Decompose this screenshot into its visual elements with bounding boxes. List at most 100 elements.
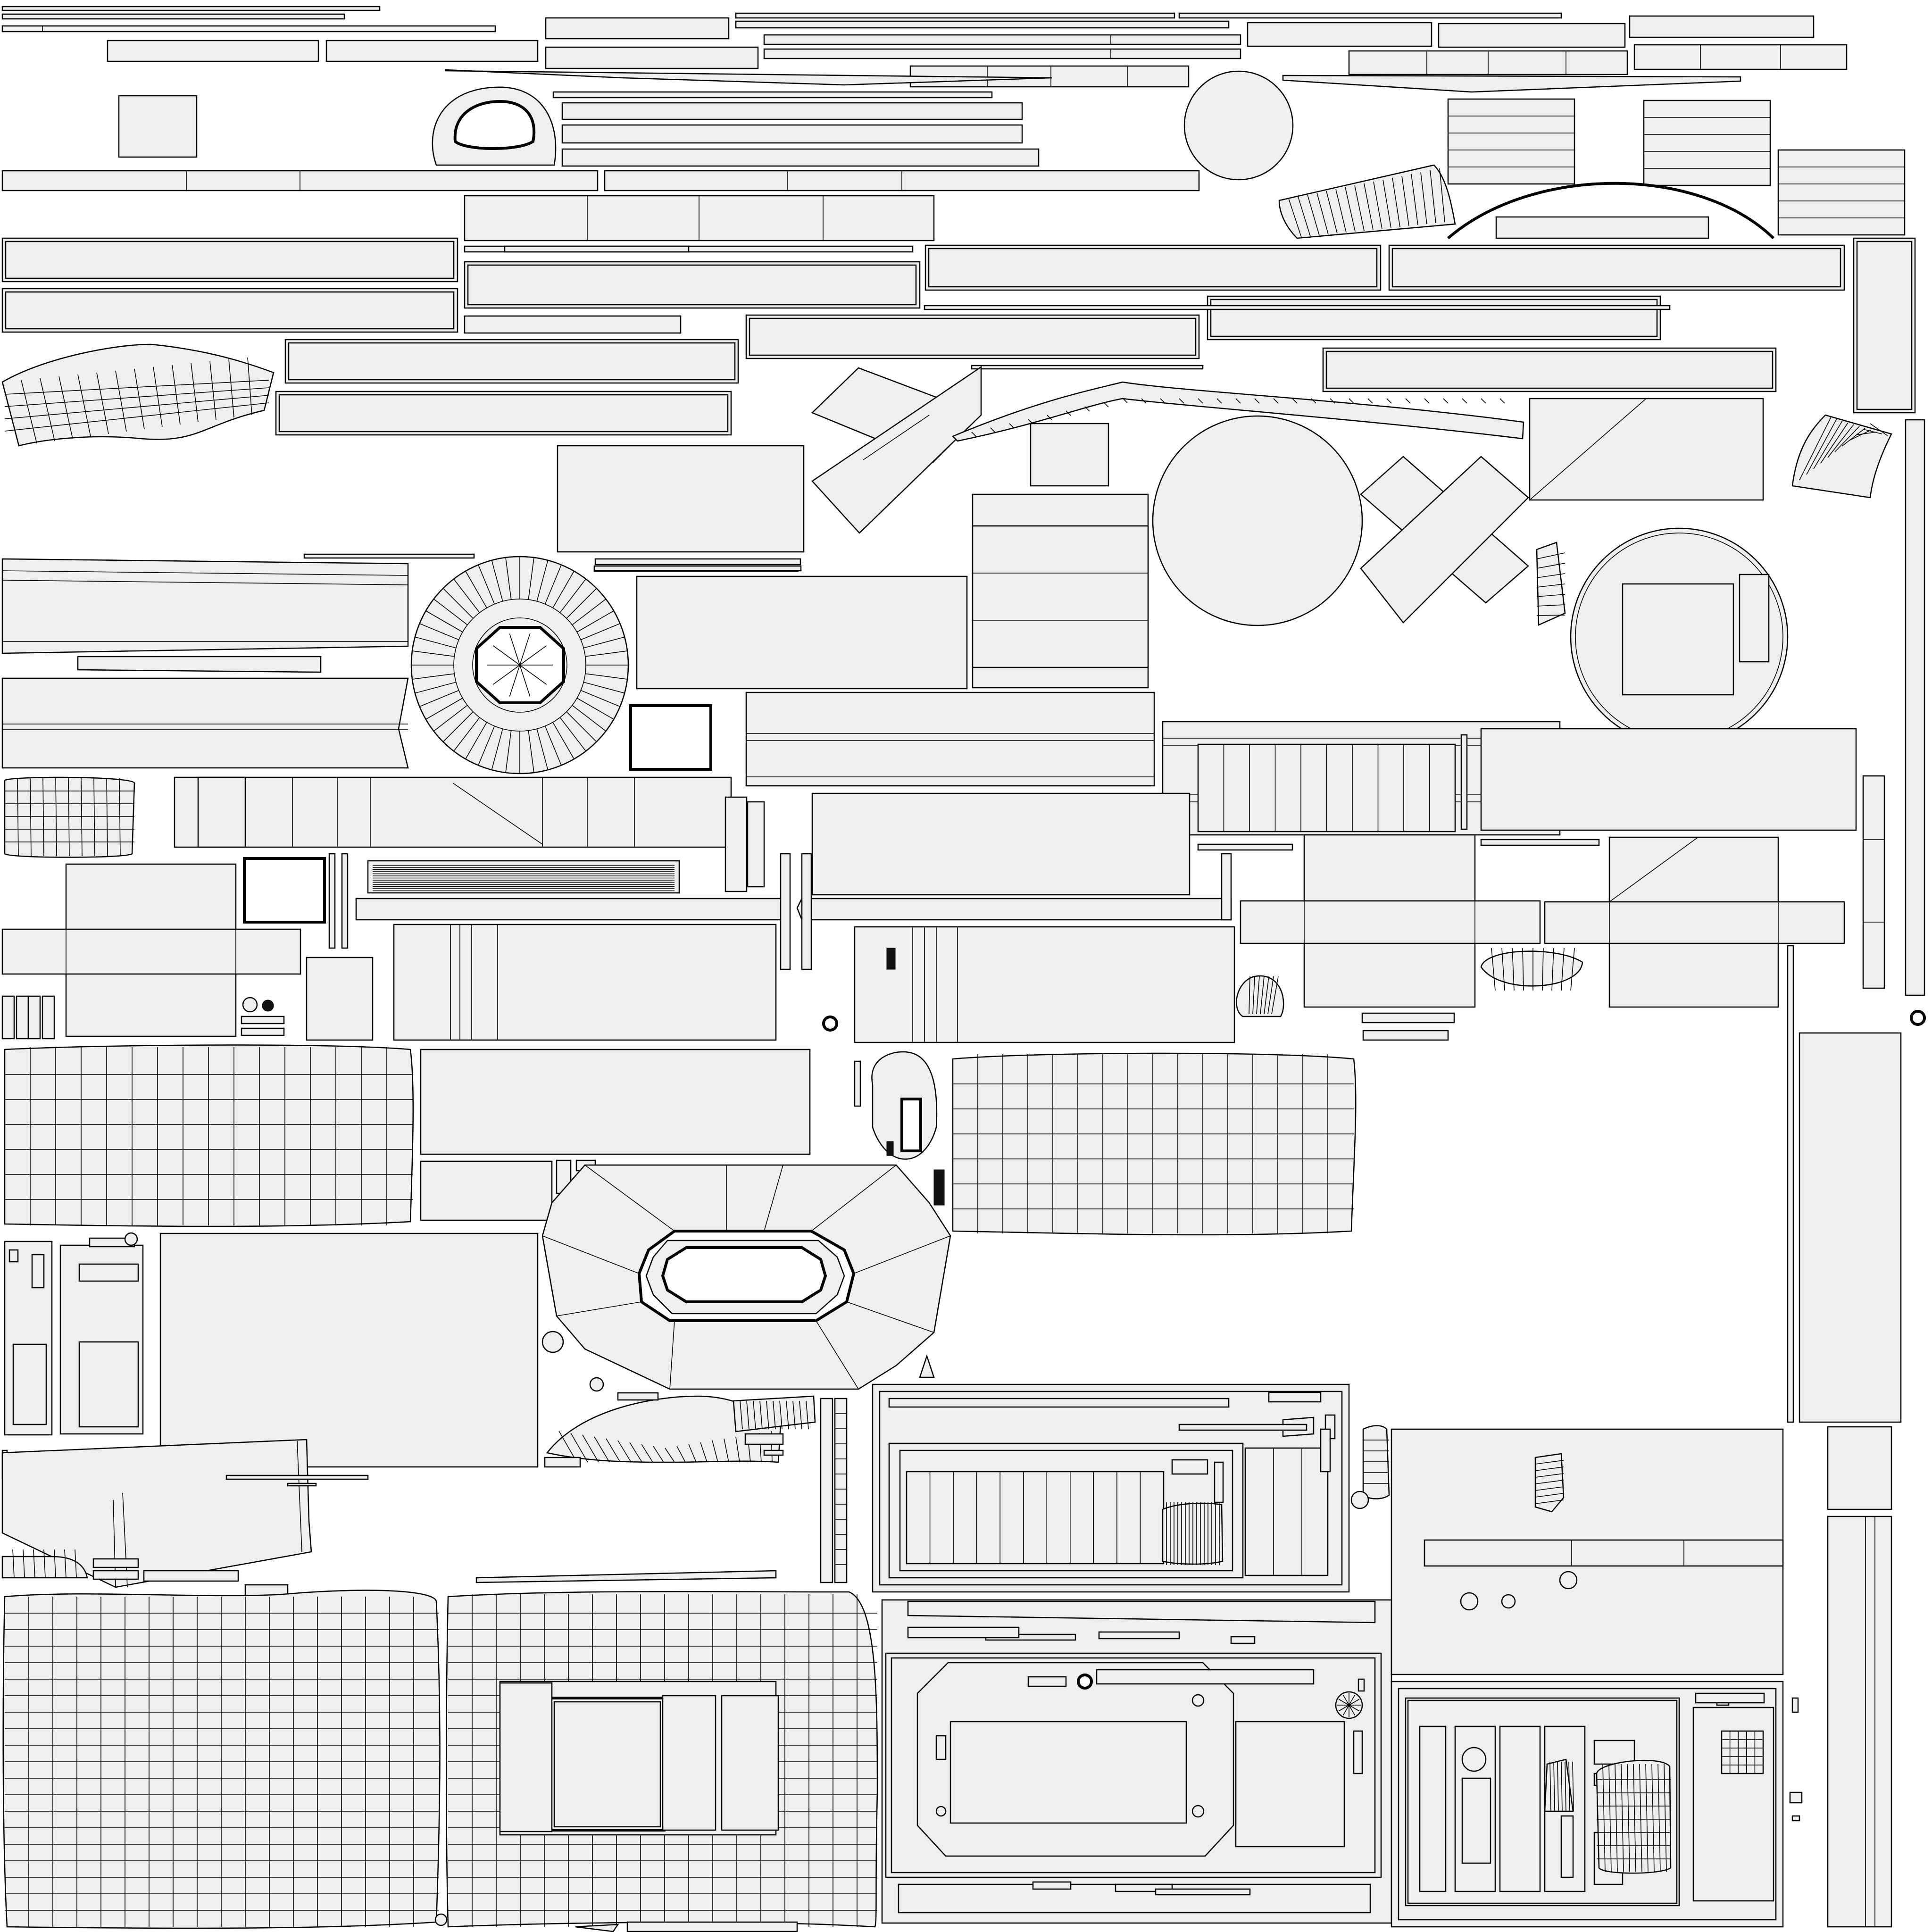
island-edge <box>1330 398 1335 404</box>
island-edge <box>433 705 468 732</box>
island-edge <box>505 557 512 600</box>
island-face <box>453 100 536 150</box>
island-edge <box>572 599 606 625</box>
island-face <box>12 1343 47 1425</box>
island-edge <box>1373 181 1382 229</box>
island-face <box>1789 1791 1803 1804</box>
panel-top-right-d <box>1633 44 1848 70</box>
island-face <box>1480 839 1600 846</box>
island-face <box>1391 248 1841 288</box>
island-face <box>1236 975 1284 1017</box>
island-edge <box>1827 424 1854 458</box>
top-strip-long-1 <box>1240 834 1541 1008</box>
island-face <box>593 565 802 572</box>
island-edge <box>209 361 217 420</box>
island-edge <box>1160 398 1166 404</box>
panel-top-a <box>1 995 55 1040</box>
island-face <box>749 317 1197 356</box>
island-edge <box>700 1442 708 1463</box>
slab-mid <box>593 565 802 572</box>
island-edge <box>792 1400 796 1430</box>
island-edge <box>759 1400 763 1430</box>
island-face <box>552 91 993 99</box>
panel-top-right-a <box>1480 948 1583 991</box>
island-edge <box>415 682 456 694</box>
island-face <box>1320 1428 1331 1473</box>
island-face <box>1827 1516 1892 1928</box>
island-face <box>1235 1721 1345 1848</box>
island-edge <box>1536 583 1566 588</box>
wedge-left <box>1335 1691 1363 1719</box>
island-edge <box>971 432 977 437</box>
island-face <box>242 997 258 1013</box>
island-edge <box>1561 1761 1563 1812</box>
island-face <box>1791 1697 1799 1713</box>
island-face <box>949 1721 1187 1824</box>
island-edge <box>1501 948 1505 991</box>
island-face <box>1777 149 1906 236</box>
island-face <box>1362 1425 1390 1499</box>
island-face <box>1716 1702 1730 1706</box>
circle-mid <box>951 381 1524 442</box>
island-face <box>303 553 475 559</box>
ring-frame <box>159 1232 539 1468</box>
island-face <box>1499 1725 1541 1892</box>
grid-mesh-mid <box>1460 734 1468 830</box>
island-edge <box>688 1444 697 1463</box>
island-face <box>341 853 349 949</box>
island-edge <box>536 560 549 601</box>
circle-with-window <box>557 445 805 553</box>
island-edge <box>853 1235 951 1274</box>
island-edge <box>4 402 269 432</box>
long-bar-row-a <box>541 1331 564 1353</box>
bar-left-b <box>854 926 1235 1043</box>
island-face <box>287 1482 317 1487</box>
island-face <box>801 853 812 970</box>
island-face <box>159 1232 539 1468</box>
island-face <box>626 1921 798 1932</box>
island-face <box>834 1398 848 1583</box>
island-edge <box>1551 948 1554 991</box>
island-face <box>475 1570 777 1583</box>
island-face <box>900 1098 922 1152</box>
segmented-bar-a <box>1361 1012 1455 1041</box>
island-face <box>1643 100 1771 186</box>
island-face <box>78 1341 139 1428</box>
island-face <box>735 12 1175 19</box>
strip-top-mid-4 <box>552 91 993 99</box>
island-face <box>124 1232 138 1246</box>
bar-left-d <box>475 1570 777 1583</box>
island-edge <box>641 1444 653 1463</box>
frame-black <box>1391 1428 1784 1675</box>
island-edge <box>1621 1764 1624 1872</box>
island-face <box>1353 1730 1363 1774</box>
island-edge <box>425 610 463 633</box>
island-face <box>763 1449 784 1456</box>
island-edge <box>1273 398 1279 404</box>
island-edge <box>1813 420 1843 469</box>
island-edge <box>811 1165 897 1232</box>
island-edge <box>4 387 269 407</box>
island-face <box>928 248 1378 288</box>
cross-panel-right-a <box>1787 945 1794 1423</box>
island-face <box>77 656 322 673</box>
island-edge <box>43 1549 46 1578</box>
island-edge <box>412 673 455 680</box>
island-edge <box>491 560 503 601</box>
island-face <box>225 1474 369 1480</box>
island-face <box>907 1600 1376 1624</box>
island-edge <box>1633 1764 1636 1872</box>
island-edge <box>1542 948 1544 991</box>
island-face <box>662 1695 716 1831</box>
strip-stack-1 <box>420 1160 553 1221</box>
wavy-strip <box>446 1591 878 1928</box>
island-edge <box>519 645 547 666</box>
island-face <box>907 1626 1020 1639</box>
island-face <box>854 1060 861 1107</box>
island-face <box>888 1398 1230 1408</box>
island-edge <box>1609 837 1699 902</box>
panel-top-b <box>306 957 374 1041</box>
segmented-bar-b <box>445 69 1741 93</box>
island-face <box>278 394 729 433</box>
